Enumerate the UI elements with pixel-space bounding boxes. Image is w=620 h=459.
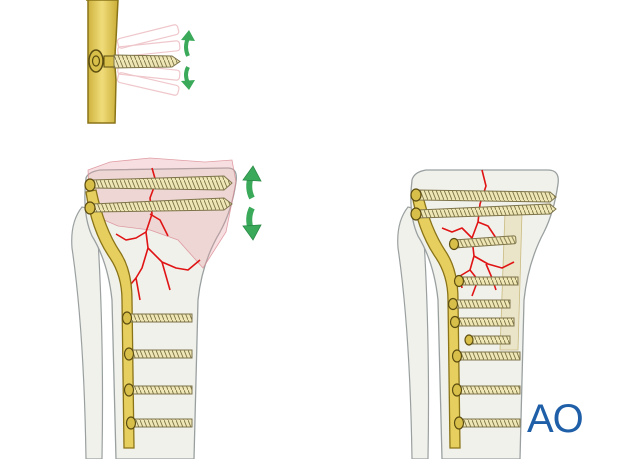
proximal-screws-left bbox=[84, 175, 233, 215]
screw-head-icon bbox=[88, 49, 104, 73]
ao-logo-text: AO bbox=[527, 397, 583, 441]
ghost-screw-positions bbox=[116, 24, 181, 96]
curved-arrow-up-icon bbox=[181, 30, 195, 57]
inset-screw-detail bbox=[86, 0, 195, 124]
tibia-left bbox=[71, 157, 262, 459]
proximal-screws-right bbox=[410, 188, 557, 221]
ao-logo: AO bbox=[527, 397, 584, 441]
locking-screw-detail bbox=[103, 54, 181, 69]
plate-right bbox=[411, 191, 461, 449]
curved-arrow-up-icon bbox=[242, 165, 262, 200]
tibia-right bbox=[397, 169, 559, 459]
shaft-screws-left bbox=[121, 311, 193, 430]
shaft-screws-right bbox=[451, 349, 521, 430]
curved-arrow-down-icon bbox=[181, 66, 195, 90]
curved-arrow-down-icon bbox=[242, 206, 262, 241]
raft-screws-right bbox=[447, 235, 519, 346]
